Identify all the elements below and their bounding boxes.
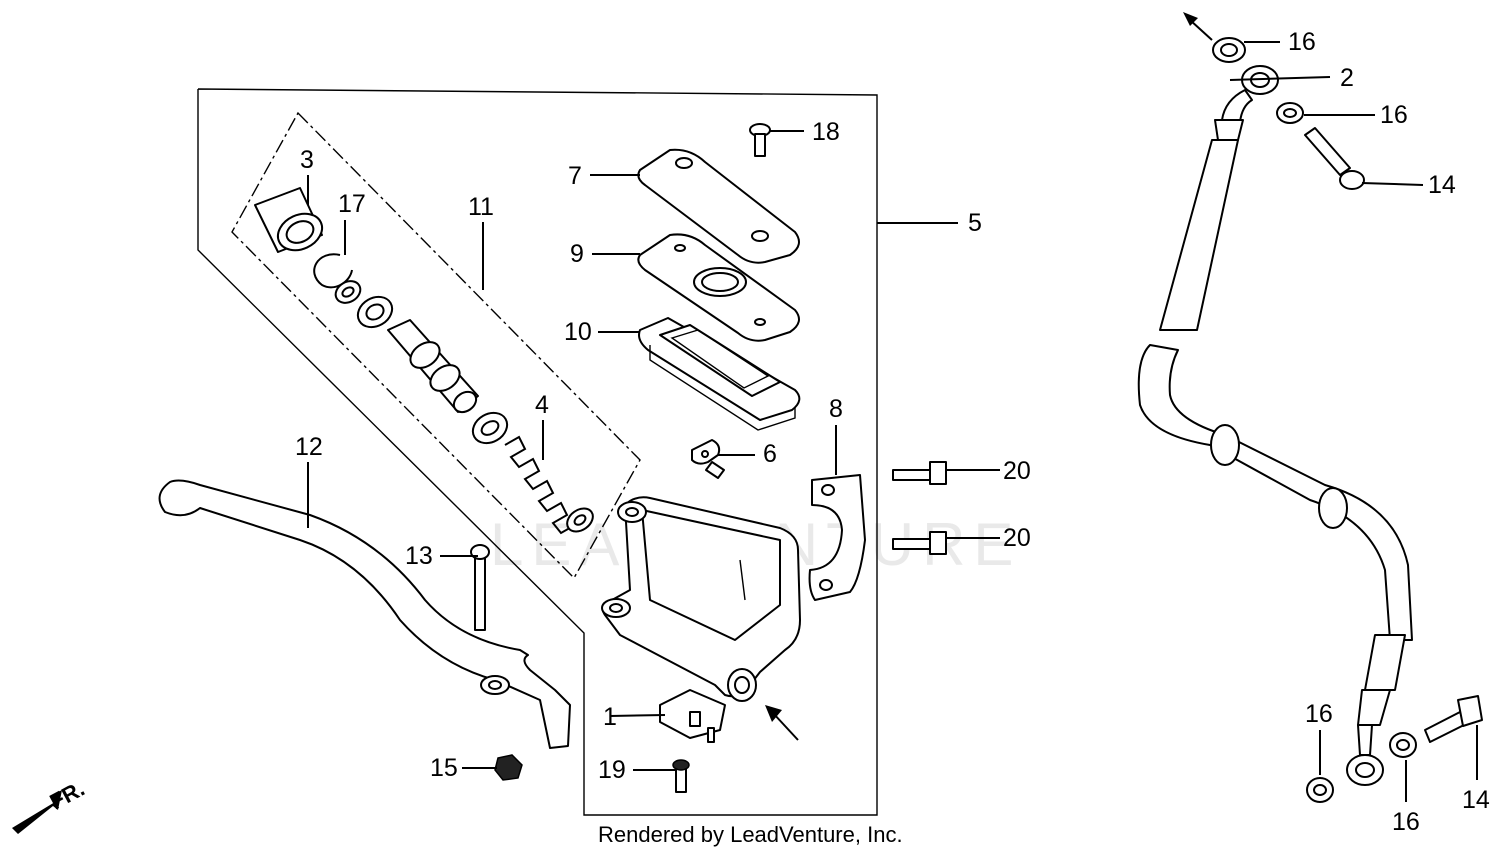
set-plate — [637, 233, 800, 342]
piston — [387, 319, 479, 414]
callout-3[interactable]: 3 — [300, 146, 314, 174]
handlebar-holder — [808, 474, 866, 601]
upper-washer-inner — [1276, 102, 1304, 124]
circlip — [313, 253, 353, 289]
spring-seat — [566, 507, 594, 533]
callout-9[interactable]: 9 — [570, 240, 584, 268]
callout-14-lower[interactable]: 14 — [1462, 786, 1490, 814]
callout-20-upper[interactable]: 20 — [1003, 457, 1031, 485]
upper-oil-bolt — [1304, 127, 1365, 190]
callout-6[interactable]: 6 — [763, 440, 777, 468]
callout-1[interactable]: 1 — [603, 703, 617, 731]
callout-2[interactable]: 2 — [1340, 64, 1354, 92]
lower-oil-bolt — [1424, 695, 1483, 743]
callout-4[interactable]: 4 — [535, 391, 549, 419]
leader-lines — [307, 41, 1478, 802]
spring — [504, 435, 576, 535]
assembly-outline — [197, 88, 878, 816]
callout-8[interactable]: 8 — [829, 395, 843, 423]
master-cylinder-body — [601, 496, 801, 702]
front-arrow-icon — [12, 790, 62, 834]
front-direction-indicator: FR. — [12, 776, 89, 834]
callout-19[interactable]: 19 — [598, 756, 626, 784]
lower-washer-right — [1389, 732, 1417, 758]
holder-bolt-lower — [892, 531, 947, 555]
callout-11[interactable]: 11 — [468, 193, 494, 221]
callout-12[interactable]: 12 — [295, 433, 323, 461]
callout-16-upper[interactable]: 16 — [1380, 101, 1408, 129]
callout-13[interactable]: 13 — [405, 542, 433, 570]
callout-17[interactable]: 17 — [338, 190, 366, 218]
footer-credit: Rendered by LeadVenture, Inc. — [598, 822, 903, 847]
callout-10[interactable]: 10 — [564, 318, 592, 346]
reservoir-cap — [637, 148, 800, 264]
callout-7[interactable]: 7 — [568, 162, 582, 190]
callout-16-top[interactable]: 16 — [1288, 28, 1316, 56]
primary-cup — [471, 411, 509, 445]
hose-direction-arrow — [1183, 12, 1198, 26]
callout-14-upper[interactable]: 14 — [1428, 171, 1456, 199]
lower-washer-left — [1306, 777, 1334, 803]
reservoir-plate — [691, 439, 725, 479]
boot — [254, 187, 324, 253]
diaphragm — [638, 317, 801, 431]
pivot-bolt — [470, 544, 490, 631]
callout-16-lower-left[interactable]: 16 — [1305, 700, 1333, 728]
callout-15[interactable]: 15 — [430, 754, 458, 782]
holder-bolt-upper — [892, 461, 947, 485]
washer — [334, 280, 362, 304]
cap-screw — [749, 123, 771, 157]
brake-lever — [158, 479, 571, 749]
callout-20-lower[interactable]: 20 — [1003, 524, 1031, 552]
piston-kit-outline — [231, 111, 641, 580]
callout-18[interactable]: 18 — [812, 118, 840, 146]
front-label: FR. — [46, 776, 89, 815]
switch-screw — [672, 759, 690, 793]
callout-5[interactable]: 5 — [968, 209, 982, 237]
pivot-nut — [494, 754, 523, 781]
brake-switch — [659, 689, 726, 743]
brake-hose — [1137, 37, 1413, 786]
piston-cup — [356, 295, 394, 329]
callout-16-lower-right[interactable]: 16 — [1392, 808, 1420, 836]
